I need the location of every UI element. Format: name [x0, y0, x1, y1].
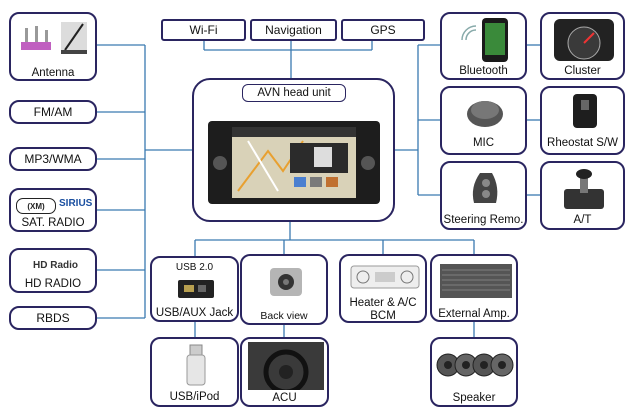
usb-jack-icon [178, 280, 214, 298]
xm-logo: (XM) [16, 198, 56, 214]
mic-label: MIC [472, 137, 495, 149]
external-amp-box: External Amp. [430, 254, 518, 322]
sirius-logo: SIRIUS [59, 198, 93, 209]
steering-remote-box: Steering Remo. [440, 161, 527, 230]
rbds-box: RBDS [9, 306, 97, 330]
acu-label: ACU [272, 392, 297, 404]
navigation-label: Navigation [265, 23, 322, 37]
usb-stick-icon [186, 344, 206, 386]
wifi-label: Wi-Fi [189, 23, 218, 37]
rheostat-switch-icon [573, 94, 597, 128]
cluster-label: Cluster [564, 65, 601, 77]
camera-icon [270, 268, 302, 296]
usb-aux-box: USB 2.0 USB/AUX Jack [150, 256, 239, 322]
usb-aux-label: USB/AUX Jack [155, 307, 234, 319]
hd-radio-logo: HD Radio [33, 260, 78, 271]
fm-am-box: FM/AM [9, 100, 97, 124]
gps-box: GPS [341, 19, 425, 41]
at-box: A/T [540, 161, 625, 230]
speaker-box: Speaker [430, 337, 518, 407]
mic-icon [467, 101, 503, 127]
head-unit-screen-image [208, 121, 380, 204]
steering-wheel-icon [248, 342, 324, 390]
antenna-box: Antenna [9, 12, 97, 81]
avn-head-unit-box: AVN head unit [192, 78, 395, 222]
usb-ipod-box: USB/iPod [150, 337, 239, 407]
heater-ac-box: Heater & A/C BCM [339, 254, 427, 323]
avn-title: AVN head unit [242, 84, 346, 102]
steering-remote-icon [472, 173, 498, 203]
sat-radio-box: (XM) SIRIUS SAT. RADIO [9, 188, 97, 232]
steering-remote-label: Steering Remo. [443, 214, 524, 226]
antenna-label: Antenna [31, 67, 75, 79]
hd-radio-box: HD Radio HD RADIO [9, 248, 97, 293]
at-label: A/T [573, 214, 592, 226]
speaker-label: Speaker [452, 392, 496, 404]
phone-icon [461, 18, 508, 62]
speakers-icon [436, 353, 514, 377]
bluetooth-box: Bluetooth [440, 12, 527, 80]
usb-version-label: USB 2.0 [175, 262, 214, 273]
camera-label: Back view camera [260, 310, 308, 322]
cluster-gauge-icon [554, 19, 614, 61]
heater-ac-label: Heater & A/C BCM [349, 297, 417, 322]
rheostat-box: Rheostat S/W [540, 86, 625, 155]
sat-radio-label: SAT. RADIO [21, 217, 85, 229]
usb-ipod-label: USB/iPod [169, 391, 220, 403]
bluetooth-label: Bluetooth [459, 65, 508, 77]
external-amp-label: External Amp. [438, 308, 510, 320]
amplifier-icon [440, 264, 512, 298]
gear-shifter-icon [564, 169, 604, 209]
antenna-icon [21, 22, 87, 54]
fm-am-label: FM/AM [33, 105, 73, 119]
ac-panel-icon [350, 265, 420, 289]
hd-radio-label: HD RADIO [24, 278, 82, 290]
navigation-box: Navigation [250, 19, 337, 41]
gps-label: GPS [370, 23, 396, 37]
wifi-box: Wi-Fi [161, 19, 246, 41]
acu-box: ACU [240, 337, 329, 407]
cluster-box: Cluster [540, 12, 625, 80]
mic-box: MIC [440, 86, 527, 155]
rbds-label: RBDS [36, 311, 70, 325]
mp3-wma-box: MP3/WMA [9, 147, 97, 171]
rheostat-label: Rheostat S/W [547, 137, 618, 149]
mp3-wma-label: MP3/WMA [24, 152, 82, 166]
back-view-camera-box: Back view camera [240, 254, 328, 325]
